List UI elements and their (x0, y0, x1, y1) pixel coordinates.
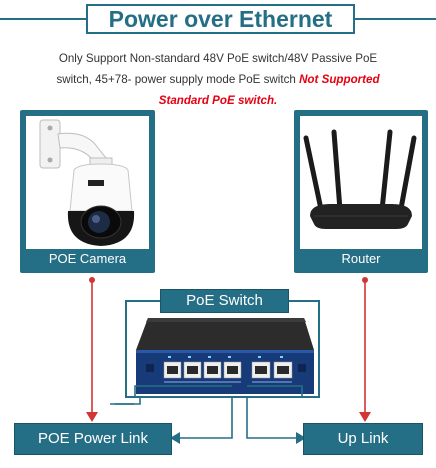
router-panel: Router (294, 110, 428, 273)
camera-image-area (26, 116, 149, 249)
poe-power-link-label: POE Power Link (14, 423, 172, 455)
camera-image (39, 119, 135, 246)
router-label: Router (341, 251, 381, 266)
router-image-area (300, 116, 422, 249)
up-link-label: Up Link (303, 423, 423, 455)
description-line-2-text: switch, 45+78- power supply mode PoE swi… (56, 73, 300, 86)
not-supported-text: Not Supported (299, 73, 380, 86)
description-line-1: Only Support Non-standard 48V PoE switch… (58, 52, 378, 65)
standard-poe-warning: Standard PoE switch. (158, 94, 278, 107)
camera-label: POE Camera (48, 251, 127, 266)
poe-switch-label: PoE Switch (160, 289, 289, 313)
camera-panel: POE Camera (20, 110, 155, 273)
page-title: Power over Ethernet (86, 4, 355, 34)
description: Only Support Non-standard 48V PoE switch… (18, 48, 418, 111)
camera-arrow-head (86, 412, 98, 422)
router-image (303, 129, 417, 229)
header-rule-right (355, 18, 436, 20)
description-line-2: switch, 45+78- power supply mode PoE swi… (18, 69, 418, 90)
router-arrow-head (359, 412, 371, 422)
router-connector-dot (362, 277, 368, 283)
header-rule-left (0, 18, 86, 20)
camera-connector-dot (89, 277, 95, 283)
